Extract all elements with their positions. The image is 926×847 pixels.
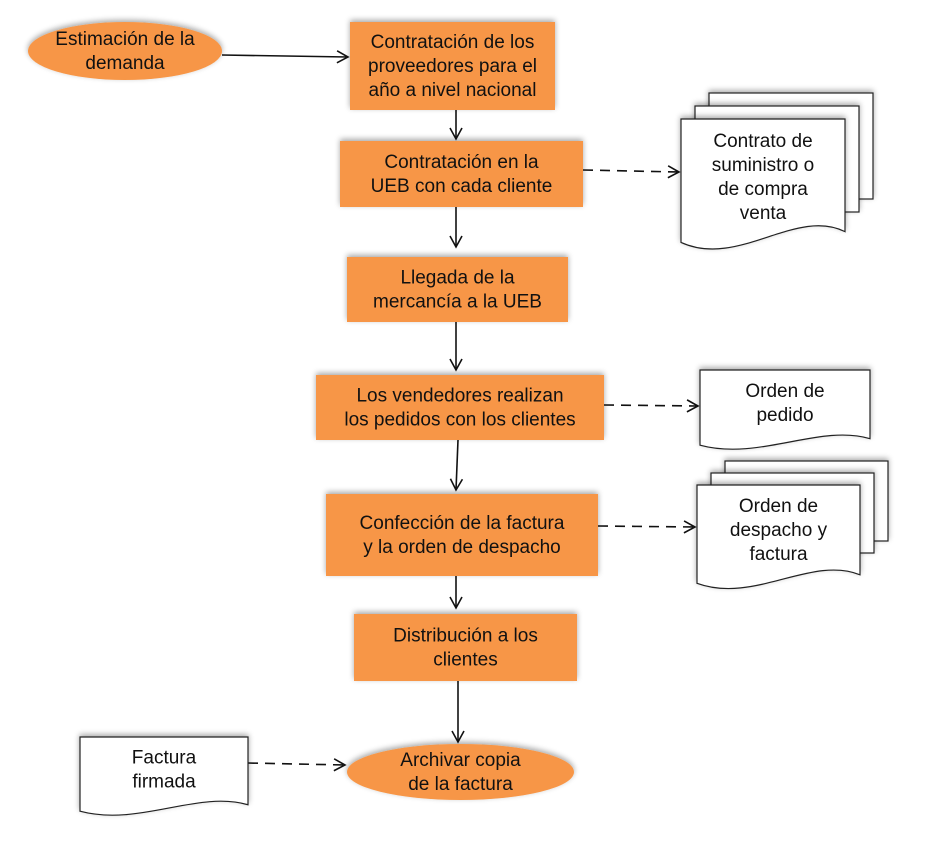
process-node: Contratación de los proveedores para el añ… [350, 22, 555, 110]
node-label-line: suministro o [712, 155, 814, 176]
dashed-arrow-d4-n8 [247, 758, 347, 772]
process-node: Confección de la factura y la orden de de… [326, 494, 598, 576]
process-shape [326, 494, 598, 576]
node-label-line: mercancía a la UEB [373, 292, 542, 313]
node-label-line: Estimación de la [55, 29, 195, 50]
document-node: Factura firmada [79, 736, 249, 816]
node-label-line: Orden de [739, 496, 818, 517]
node-label-line: factura [749, 544, 808, 565]
arrow-n5-n6 [449, 439, 464, 492]
arrow-n1-n2 [221, 50, 350, 64]
terminal-node: Archivar copia de la factura [347, 744, 574, 800]
node-label-line: Los vendedores realizan [356, 386, 563, 407]
node-label-line: y la orden de despacho [363, 537, 561, 558]
node-label-line: Distribución a los [393, 626, 538, 647]
dashed-arrow-n3-d1 [582, 165, 681, 179]
node-label-line: UEB con cada cliente [371, 176, 553, 197]
node-label-line: de la factura [408, 774, 513, 795]
process-node: Distribución a los clientes [354, 614, 577, 681]
node-label-line: Contratación de los [371, 32, 535, 53]
document-shape [699, 369, 871, 450]
process-shape [350, 22, 555, 110]
node-label-line: despacho y [730, 520, 828, 541]
process-shape [340, 141, 583, 207]
node-label-line: Llegada de la [400, 268, 515, 289]
node-label-line: pedido [756, 405, 813, 426]
process-shape [347, 257, 568, 322]
process-node: Los vendedores realizan los pedidos con l… [316, 375, 604, 440]
dashed-arrow-n6-d3 [597, 520, 697, 534]
node-label-line: Orden de [745, 381, 824, 402]
terminal-shape [28, 22, 222, 80]
process-shape [354, 614, 577, 681]
document-node: Orden de pedido [699, 369, 871, 450]
node-label-line: Contrato de [713, 131, 812, 152]
multi-document-node: Orden de despacho y factura [696, 460, 889, 590]
node-label-line: venta [740, 203, 787, 224]
node-label-line: clientes [433, 650, 497, 671]
document-shape [696, 484, 861, 590]
terminal-shape [347, 744, 574, 800]
dashed-arrow-n5-d2 [603, 399, 700, 413]
process-shape [316, 375, 604, 440]
node-label-line: Confección de la factura [360, 513, 565, 534]
terminal-node: Estimación de la demanda [28, 22, 222, 80]
node-label-line: año a nivel nacional [369, 80, 537, 101]
node-label-line: proveedores para el [368, 56, 537, 77]
document-shape [79, 736, 249, 816]
node-label-line: de compra [718, 179, 808, 200]
process-node: Llegada de la mercancía a la UEB [347, 257, 568, 322]
node-label-line: firmada [132, 772, 196, 793]
node-label-line: Factura [132, 748, 197, 769]
node-label-line: los pedidos con los clientes [344, 410, 575, 431]
node-label-line: Archivar copia [400, 750, 521, 771]
document-shape [680, 118, 846, 250]
node-label-line: Contratación en la [384, 152, 539, 173]
node-label-line: demanda [85, 53, 165, 74]
multi-document-node: Contrato de suministro o de compra venta [680, 92, 874, 250]
process-node: Contratación en la UEB con cada cliente [340, 141, 583, 207]
